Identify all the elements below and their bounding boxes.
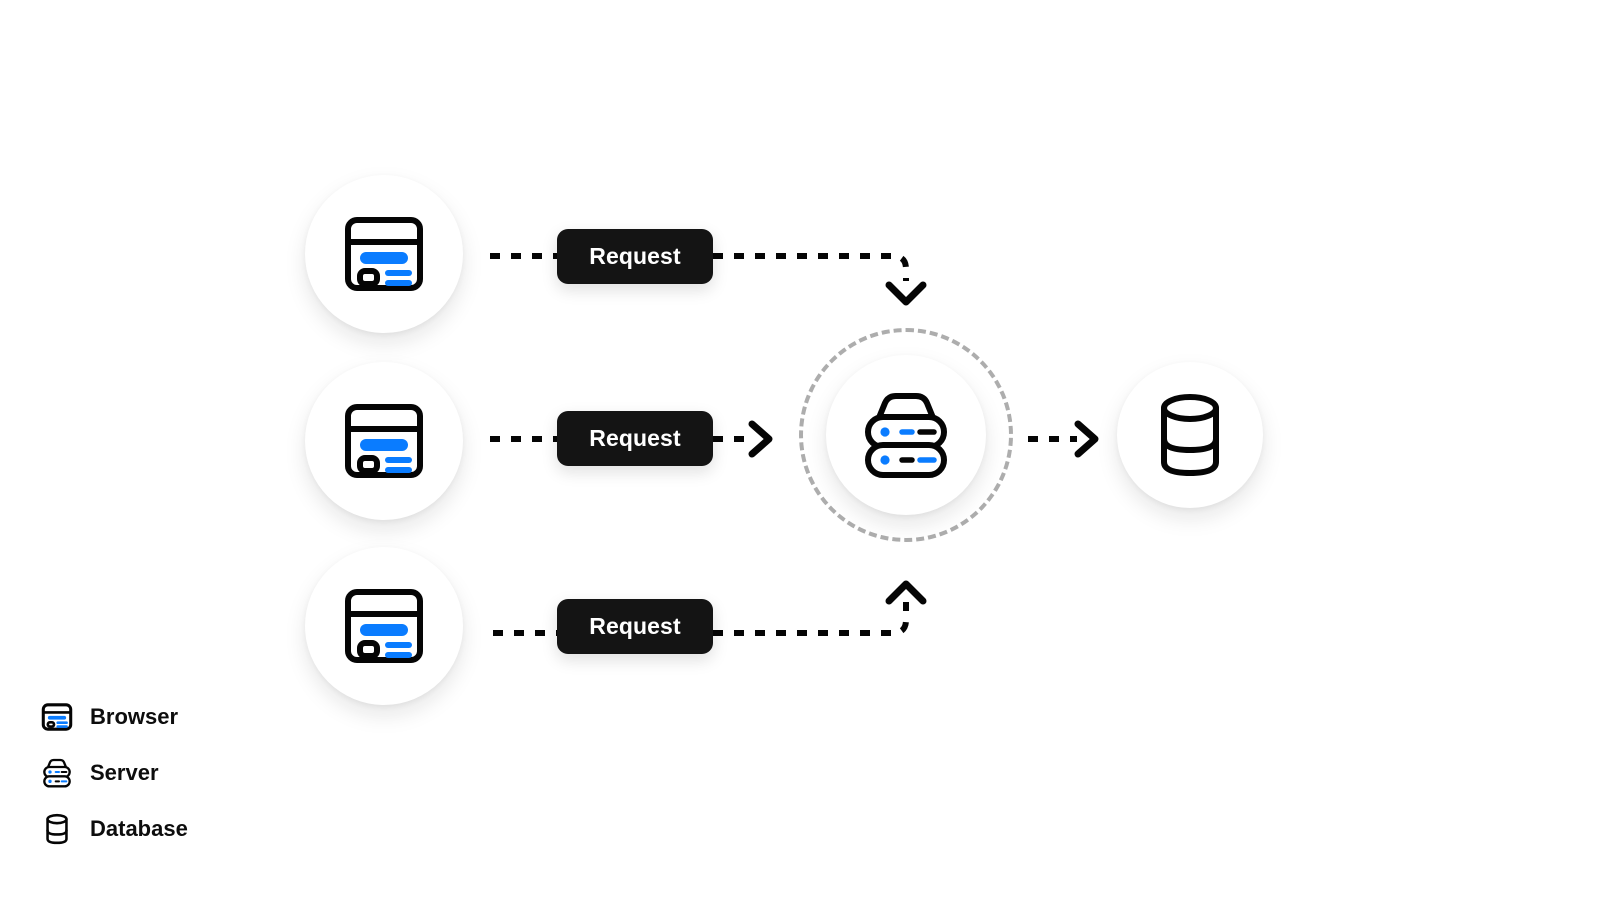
edge-bottom [493,580,927,636]
badge-request-bottom[interactable]: Request [557,599,713,654]
server-icon [865,393,947,478]
edge-bottom-arrowhead-icon [885,580,927,605]
server-icon [40,756,74,790]
browser-icon [345,217,423,291]
node-server[interactable] [826,355,986,515]
node-browser-top[interactable] [305,175,463,333]
legend-item-browser: Browser [40,698,188,736]
legend-label-database: Database [90,816,188,841]
node-database[interactable] [1117,362,1263,508]
edge-top-segment-right [713,253,909,281]
edge-middle [490,420,773,458]
badge-request-middle[interactable]: Request [557,411,713,466]
edge-middle-arrowhead-icon [748,420,773,458]
badge-request-top-label: Request [589,243,681,269]
badge-request-middle-label: Request [589,425,681,451]
edge-server-database-arrowhead-icon [1074,420,1099,458]
legend-item-server: Server [40,754,188,792]
legend-item-database: Database [40,810,188,848]
edge-top [490,253,927,306]
browser-icon [40,700,74,734]
database-icon [40,812,74,846]
browser-icon [345,589,423,663]
badge-request-bottom-label: Request [589,613,681,639]
database-icon [1161,394,1219,477]
browser-icon [345,404,423,478]
edge-top-arrowhead-icon [885,281,927,306]
edge-server-database [1028,420,1099,458]
legend: Browser Server [40,698,188,848]
legend-label-browser: Browser [90,704,179,729]
edge-bottom-segment-right [713,602,909,636]
node-browser-middle[interactable] [305,362,463,520]
node-browser-bottom[interactable] [305,547,463,705]
legend-label-server: Server [90,760,159,785]
badge-request-top[interactable]: Request [557,229,713,284]
